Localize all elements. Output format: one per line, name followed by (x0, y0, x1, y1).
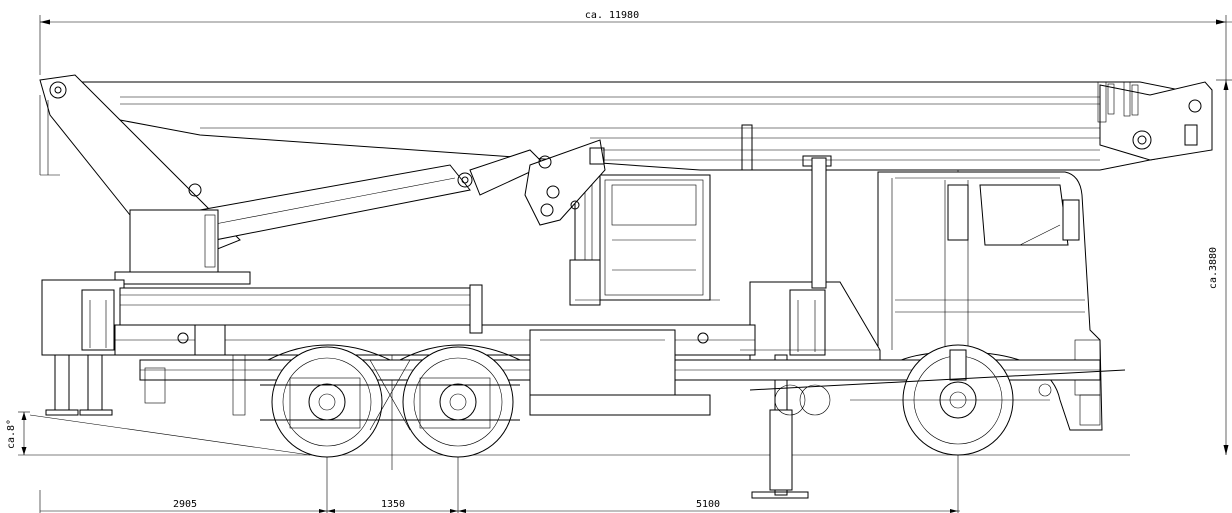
angle-label: ca.8° (6, 419, 17, 449)
turntable (114, 209, 251, 285)
overall-height-label: ca.3880 (1208, 247, 1219, 289)
rear-wheel-1 (271, 346, 383, 458)
fender-rear (267, 344, 521, 361)
work-basket (524, 139, 720, 306)
lift-arm (199, 149, 546, 241)
running-gear (260, 359, 1126, 431)
rear-wheel-2 (402, 346, 514, 458)
overall-length-dimension: ca. 11980 (39, 10, 1232, 80)
wheelbase-label: 5100 (696, 499, 720, 510)
front-outrigger (749, 157, 881, 499)
rear-outrigger (41, 279, 125, 416)
axle-spacing-label: 1350 (381, 499, 405, 510)
overall-height-dimension: ca.3880 (1208, 79, 1232, 455)
angle-dimension: ca.8° (6, 411, 311, 456)
chassis-deck (114, 284, 1101, 416)
boom-base-arm (39, 74, 241, 251)
overall-length-label: ca. 11980 (585, 10, 639, 21)
rear-overhang-label: 2905 (173, 499, 197, 510)
telescopic-boom (73, 81, 1213, 171)
